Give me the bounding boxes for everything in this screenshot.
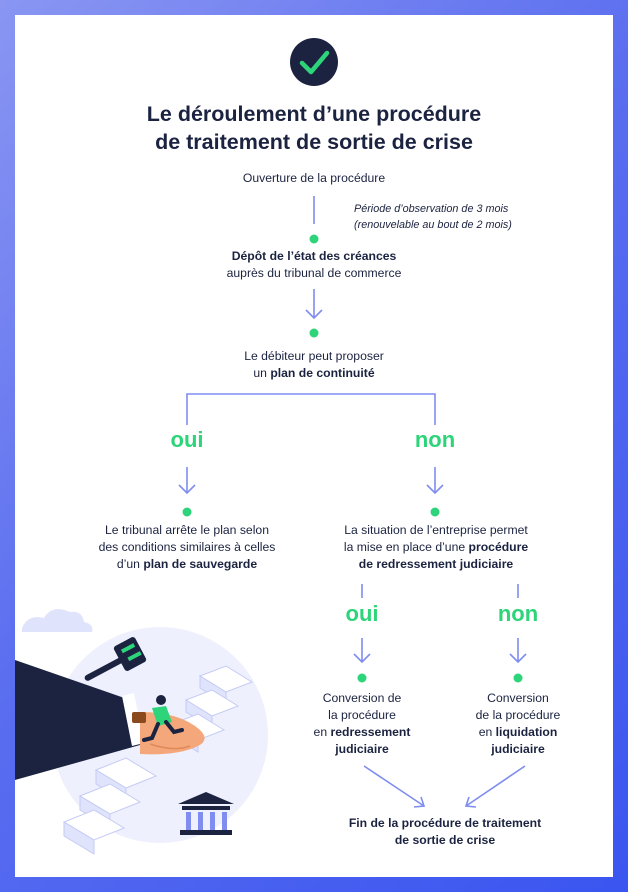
left-line-2: des conditions similaires à celles (98, 540, 276, 554)
step-dot (357, 673, 367, 683)
step-dot (430, 507, 440, 517)
right-line-2-prefix: la mise en place d’une (343, 540, 469, 554)
conv1-bold-2: judiciaire (335, 742, 389, 756)
title-line-2: de traitement de sortie de crise (155, 130, 473, 154)
step-dot (309, 234, 319, 244)
step-dot (309, 328, 319, 338)
right-line-1: La situation de l’entreprise permet (344, 523, 528, 537)
courthouse-icon (178, 792, 234, 835)
step-claims-filing: Dépôt de l’état des créances auprès du t… (164, 248, 464, 282)
conv2-prefix: en (478, 725, 496, 739)
conversion-recovery: Conversion de la procédure en redresseme… (292, 690, 432, 758)
step-dot (182, 507, 192, 517)
step3-bold: plan de continuité (270, 366, 375, 380)
step-continuity-plan: Le débiteur peut proposer un plan de con… (164, 348, 464, 382)
outcome-safeguard-plan: Le tribunal arrête le plan selon des con… (72, 522, 302, 573)
conv2-bold-2: judiciaire (491, 742, 545, 756)
conv2-line-1: Conversion (487, 691, 549, 705)
observation-line-2: (renouvelable au bout de 2 mois) (354, 219, 512, 231)
right-line-2-bold: procédure (468, 540, 529, 554)
conv1-line-1: Conversion de (322, 691, 402, 705)
branch-yes-label: oui (170, 427, 204, 452)
step3-line-1: Le débiteur peut proposer (244, 349, 384, 363)
checkmark-icon (290, 38, 338, 86)
step2-bold: Dépôt de l’état des créances (231, 249, 397, 263)
sub-branch-no-label: non (497, 601, 539, 626)
observation-line-1: Période d’observation de 3 mois (354, 203, 509, 215)
step3-prefix: un (253, 366, 271, 380)
procedure-end: Fin de la procédure de traitement de sor… (295, 815, 595, 849)
end-line-1: Fin de la procédure de traitement (348, 816, 542, 830)
conv1-prefix: en (313, 725, 331, 739)
conv2-bold-1: liquidation (495, 725, 558, 739)
step-opening: Ouverture de la procédure (242, 171, 386, 185)
conversion-liquidation: Conversion de la procédure en liquidatio… (448, 690, 588, 758)
outcome-judicial-recovery: La situation de l’entreprise permet la m… (316, 522, 556, 573)
branch-bracket (186, 393, 436, 425)
right-line-3-bold: de redressement judiciaire (358, 557, 514, 571)
conv1-line-2: la procédure (328, 708, 396, 722)
sub-branch-yes-label: oui (345, 601, 379, 626)
hand-stairs-illustration (15, 609, 268, 855)
conv2-line-2: de la procédure (475, 708, 561, 722)
end-line-2: de sortie de crise (394, 833, 496, 847)
gavel-icon (84, 637, 147, 681)
conv1-bold-1: redressement (330, 725, 411, 739)
briefcase-icon (132, 712, 146, 723)
title-line-1: Le déroulement d’une procédure (146, 102, 482, 126)
left-line-1: Le tribunal arrête le plan selon (105, 523, 269, 537)
branch-no-label: non (414, 427, 456, 452)
observation-note: Période d’observation de 3 mois (renouve… (354, 201, 604, 233)
step-dot (513, 673, 523, 683)
step2-rest: auprès du tribunal de commerce (226, 266, 402, 280)
left-bold: plan de sauvegarde (143, 557, 258, 571)
left-prefix: d’un (116, 557, 144, 571)
page-title: Le déroulement d’une procédure de traite… (0, 100, 628, 156)
